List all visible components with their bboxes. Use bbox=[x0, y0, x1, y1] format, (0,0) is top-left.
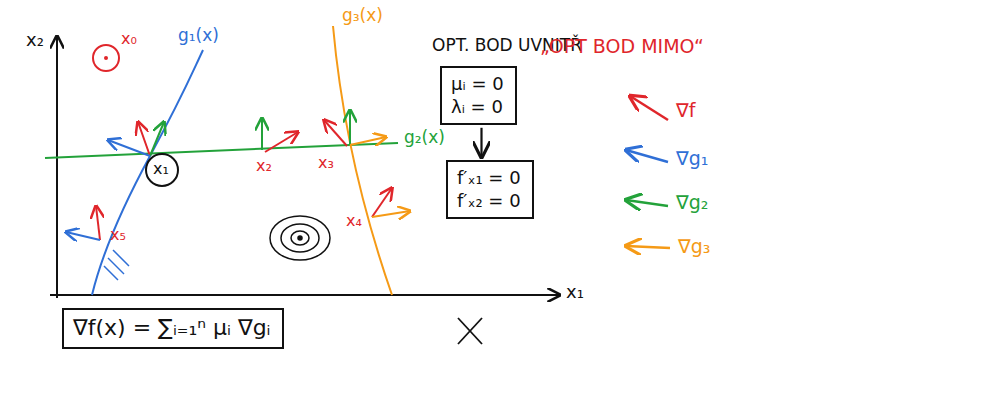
point-label: x₂ bbox=[256, 157, 272, 175]
node-text: μᵢ = 0 bbox=[451, 72, 506, 95]
feasible-hatch bbox=[104, 250, 129, 280]
curve-label: g₁(x) bbox=[178, 26, 219, 46]
legend-arrow bbox=[626, 246, 670, 248]
node-text: ∇f(x) = ∑ᵢ₌₁ⁿ μᵢ ∇gᵢ bbox=[73, 314, 273, 343]
y-axis bbox=[56, 36, 58, 298]
x-axis bbox=[50, 294, 560, 296]
point-label: x₁ bbox=[153, 160, 169, 178]
axis-label: x₁ bbox=[566, 282, 584, 303]
heading-note: „OPT BOD MIMO“ bbox=[540, 36, 704, 58]
legend-arrow bbox=[630, 96, 668, 120]
legend-text: ∇g₂ bbox=[676, 192, 708, 214]
legend-text: ∇g₁ bbox=[676, 148, 708, 170]
level-sets bbox=[270, 216, 330, 260]
node-text: f′ₓ₁ = 0 bbox=[457, 166, 523, 189]
point-label: x₀ bbox=[121, 30, 137, 48]
point-label: x₅ bbox=[110, 226, 126, 244]
axis-label: x₂ bbox=[26, 30, 44, 51]
gradient-arrows bbox=[66, 110, 410, 240]
point-label: x₄ bbox=[346, 212, 362, 230]
node-text: f′ₓ₂ = 0 bbox=[457, 189, 523, 212]
optimality-box: f′ₓ₁ = 0f′ₓ₂ = 0 bbox=[446, 160, 534, 219]
curve-label: g₂(x) bbox=[404, 128, 445, 148]
legend-arrow bbox=[626, 200, 668, 206]
curve-label: g₃(x) bbox=[342, 6, 383, 26]
optimum-circle bbox=[146, 154, 178, 186]
start-point-circle bbox=[93, 45, 119, 71]
formula-box: ∇f(x) = ∑ᵢ₌₁ⁿ μᵢ ∇gᵢ bbox=[62, 308, 284, 349]
cross-mark bbox=[458, 318, 482, 344]
implication-arrow bbox=[480, 128, 482, 157]
constraint-g3 bbox=[333, 26, 392, 295]
start-point bbox=[104, 56, 108, 60]
constraint-g1 bbox=[92, 50, 203, 295]
legend-text: ∇f bbox=[676, 100, 695, 122]
legend-arrow bbox=[626, 150, 668, 162]
point-label: x₃ bbox=[318, 154, 334, 172]
node-text: λᵢ = 0 bbox=[451, 95, 506, 118]
condition-box: μᵢ = 0λᵢ = 0 bbox=[440, 66, 517, 125]
legend-text: ∇g₃ bbox=[678, 236, 710, 258]
